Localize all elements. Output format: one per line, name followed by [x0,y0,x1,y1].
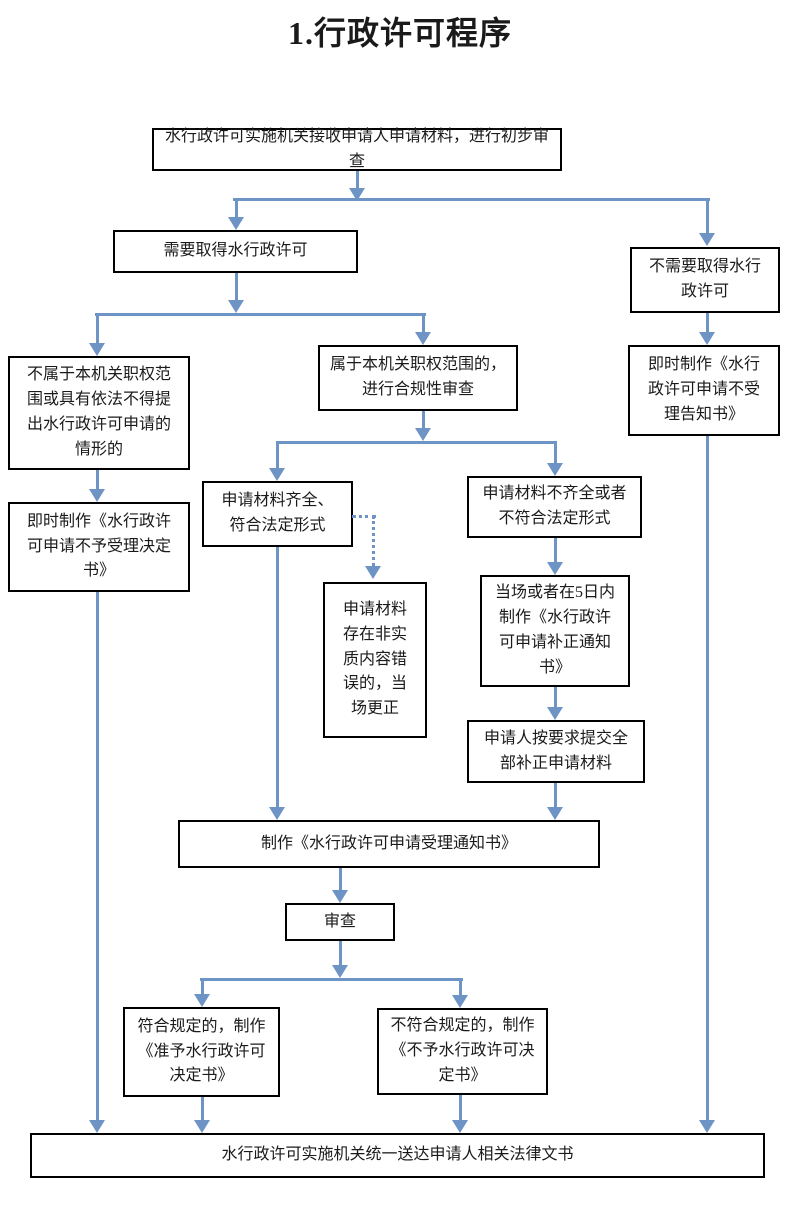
arrow-down-icon [332,965,348,978]
connector-line [200,979,204,996]
connector-line [553,687,557,709]
node-supplement-notice: 当场或者在5日内制作《水行政许可申请补正通知书》 [480,575,630,687]
connector-line [95,314,99,345]
node-acceptance-notice: 制作《水行政许可申请受理通知书》 [178,820,600,868]
connector-line [95,592,99,1122]
arrow-down-icon [89,1120,105,1133]
arrow-down-icon [269,468,285,481]
connector-line [234,273,238,302]
arrow-down-icon [547,707,563,720]
connector-line [275,440,557,444]
node-no-need-license: 不需要取得水行政许可 [630,247,780,313]
node-deliver-legal-documents: 水行政许可实施机关统一送达申请人相关法律文书 [30,1133,765,1178]
dotted-connector-line [351,514,376,518]
node-non-acceptance-notice: 即时制作《水行政许可申请不受理告知书》 [628,345,780,436]
arrow-down-icon [415,332,431,345]
arrow-down-icon [699,233,715,246]
connector-line [553,783,557,809]
dotted-connector-line [371,516,375,566]
node-review: 审查 [285,903,395,941]
arrow-down-icon [89,343,105,356]
connector-line [355,171,359,190]
arrow-down-icon [228,217,244,230]
node-not-in-authority: 不属于本机关职权范围或具有依法不得提出水行政许可申请的情形的 [8,356,190,470]
node-compliance-review: 属于本机关职权范围的，进行合规性审查 [318,345,518,411]
connector-line [705,313,709,334]
connector-line [705,436,709,1122]
node-onsite-correction: 申请材料存在非实质内容错误的，当场更正 [323,582,427,738]
arrow-down-icon [194,994,210,1007]
connector-line [338,868,342,892]
node-need-license: 需要取得水行政许可 [113,230,358,273]
connector-line [234,200,238,220]
arrow-down-icon [547,562,563,575]
connector-line [553,538,557,564]
connector-line [275,547,279,809]
connector-line [94,312,426,316]
arrow-down-icon [699,332,715,345]
arrow-down-icon [194,1120,210,1133]
connector-line [553,442,557,464]
connector-line [458,979,462,997]
arrow-down-icon [415,428,431,441]
node-receive-initial-review: 水行政许可实施机关接收申请人申请材料，进行初步审查 [152,128,562,171]
node-submit-supplement-materials: 申请人按要求提交全部补正申请材料 [467,720,645,783]
node-materials-complete: 申请材料齐全、符合法定形式 [202,481,353,547]
node-rejection-decision: 即时制作《水行政许可申请不予受理决定书》 [8,502,190,592]
arrow-down-icon [547,463,563,476]
arrow-down-icon [699,1120,715,1133]
connector-line [232,197,710,201]
arrow-down-icon [89,489,105,502]
connector-line [199,977,463,981]
arrow-down-icon [365,566,381,579]
connector-line [95,470,99,491]
connector-line [421,411,425,430]
connector-line [421,314,425,334]
arrow-down-icon [452,995,468,1008]
connector-line [705,200,709,235]
arrow-down-icon [547,807,563,820]
node-denial-decision: 不符合规定的，制作《不予水行政许可决定书》 [377,1008,548,1095]
arrow-down-icon [228,300,244,313]
node-materials-incomplete: 申请材料不齐全或者不符合法定形式 [467,476,642,538]
arrow-down-icon [452,1120,468,1133]
node-approval-decision: 符合规定的，制作《准予水行政许可决定书》 [123,1007,280,1097]
page-title: 1.行政许可程序 [287,15,512,51]
arrow-down-icon [332,890,348,903]
connector-line [458,1095,462,1122]
arrow-down-icon [269,807,285,820]
connector-line [338,941,342,967]
connector-line [200,1097,204,1122]
connector-line [275,442,279,470]
